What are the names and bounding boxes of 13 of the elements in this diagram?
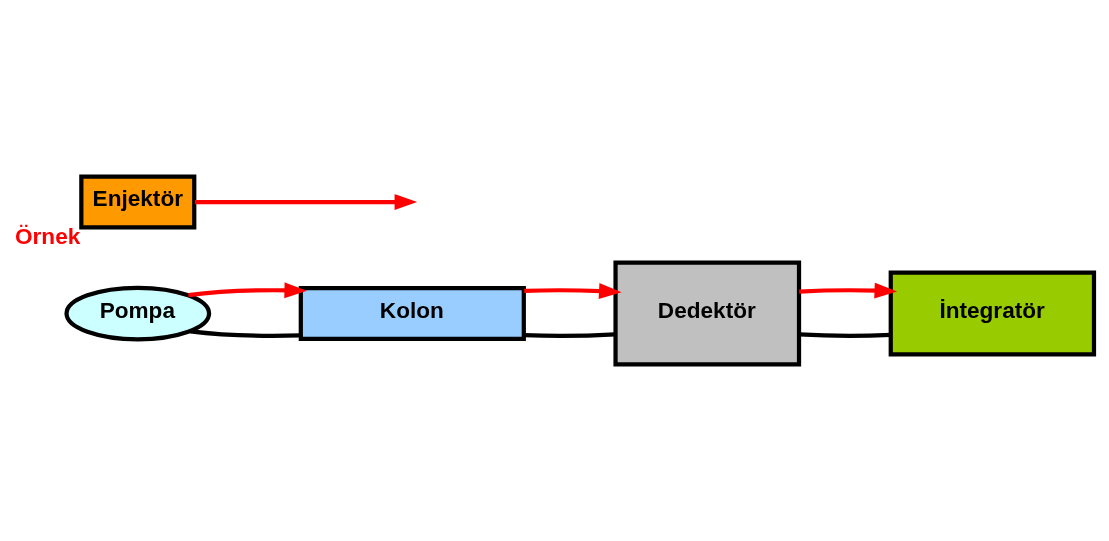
node-box: İntegratör (888, 270, 1097, 357)
node-box: Enjektör (79, 174, 197, 230)
node-box: Dedektör (613, 260, 802, 367)
arrow (188, 282, 308, 299)
node-label: Örnek (15, 224, 81, 250)
arrow (524, 283, 622, 299)
node-ellipse: Pompa (64, 285, 212, 342)
arrow (799, 282, 898, 299)
arrow (194, 194, 418, 210)
connector (524, 332, 616, 338)
connector (190, 329, 301, 338)
node-box: Kolon (298, 286, 526, 342)
connector (799, 332, 891, 338)
